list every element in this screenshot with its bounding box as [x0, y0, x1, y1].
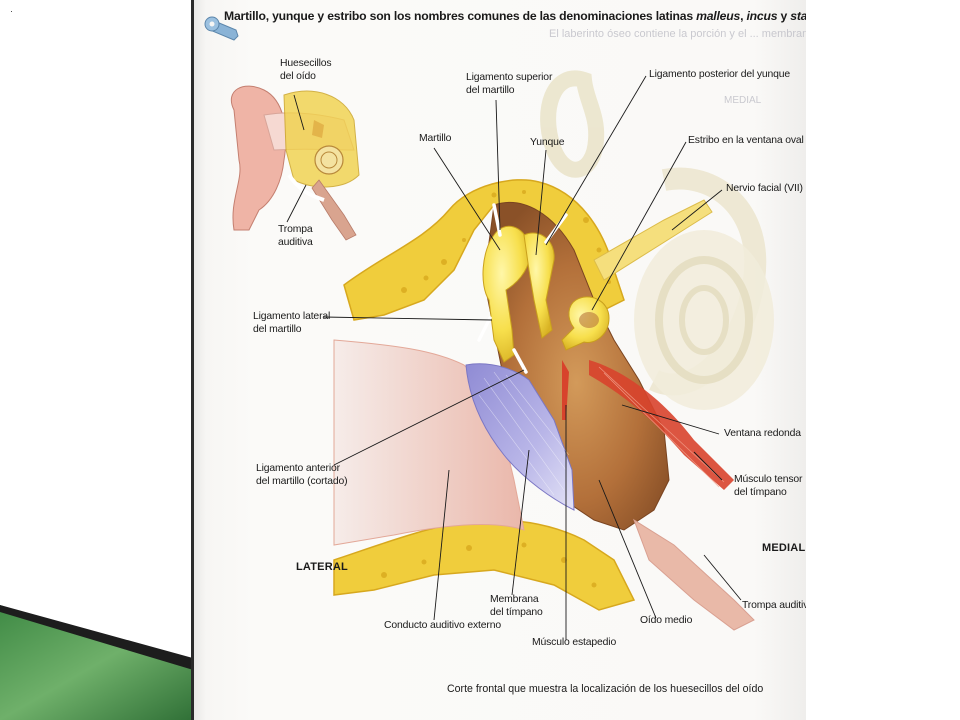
label-line: Ligamento superior	[466, 72, 553, 83]
label-yunque: Yunque	[530, 137, 565, 150]
label-nervio-facial: Nervio facial (VII)	[726, 183, 803, 196]
facial-nerve	[593, 199, 713, 281]
ossicles	[482, 225, 610, 363]
label-martillo: Martillo	[419, 133, 451, 146]
membrane-fibers	[478, 371, 570, 496]
label-line: Estribo en la ventana oval	[688, 135, 804, 146]
label-line: del tímpano	[490, 606, 543, 618]
header-term-stapes: stapes	[790, 9, 806, 23]
label-line: del martillo (cortado)	[256, 475, 348, 487]
slide-corner-wedge	[0, 605, 200, 720]
stapedius-muscle	[562, 360, 569, 420]
inset-ear-drawing	[230, 85, 360, 241]
corner-mark: ·	[10, 6, 13, 16]
label-trompa-auditiva: Trompa auditiva	[742, 600, 806, 613]
label-membrana-timpano: Membrana del tímpano	[490, 594, 543, 619]
label-line: Nervio facial (VII)	[726, 183, 803, 194]
label-estribo: Estribo en la ventana oval	[688, 135, 804, 148]
label-trompa-inset: Trompa auditiva	[278, 224, 313, 249]
label-line: Martillo	[419, 133, 452, 144]
label-line: del oído	[280, 70, 316, 82]
label-musculo-tensor: Músculo tensor del tímpano	[734, 474, 803, 499]
label-ventana-redonda: Ventana redonda	[724, 428, 801, 441]
label-line: del martillo	[466, 84, 515, 96]
label-line: auditiva	[278, 236, 313, 248]
ear-illustration	[204, 16, 774, 640]
tympanic-membrane	[465, 363, 575, 511]
bleed-through-medial: MEDIAL	[724, 95, 762, 106]
label-lateral: LATERAL	[296, 561, 348, 574]
label-line: Ventana redonda	[724, 428, 801, 439]
label-line: Trompa auditiva	[742, 600, 806, 611]
scanned-page: El laberinto óseo contiene la porción y …	[194, 0, 806, 720]
label-medial: MEDIAL	[762, 542, 805, 555]
label-line: Yunque	[530, 137, 565, 148]
temporal-bone	[333, 179, 636, 611]
label-line: Huesecillos	[280, 58, 332, 69]
header-sep-1: ,	[740, 9, 747, 23]
header-term-malleus: malleus	[696, 9, 741, 23]
label-line: del martillo	[253, 323, 302, 335]
bleed-through-text: El laberinto óseo contiene la porción y …	[549, 28, 806, 40]
label-line: Conducto auditivo externo	[384, 620, 501, 631]
header-term-incus: incus	[746, 9, 778, 23]
label-conducto-auditivo: Conducto auditivo externo	[384, 620, 501, 633]
label-line: MEDIAL	[762, 542, 806, 554]
label-lig-lateral: Ligamento lateral del martillo	[253, 311, 330, 336]
tool-icon	[204, 16, 239, 41]
label-line: Ligamento posterior del yunque	[649, 69, 791, 80]
label-musculo-estapedio: Músculo estapedio	[532, 637, 616, 650]
label-line: LATERAL	[296, 561, 348, 573]
label-lig-anterior: Ligamento anterior del martillo (cortado…	[256, 463, 348, 488]
labyrinth-ghost	[540, 70, 774, 410]
label-line: Oído medio	[640, 615, 693, 626]
label-line: Músculo estapedio	[532, 637, 617, 648]
header-sep-2: y	[777, 9, 791, 23]
label-lig-posterior: Ligamento posterior del yunque	[649, 69, 790, 82]
label-line: Ligamento lateral	[253, 311, 331, 322]
label-lig-superior: Ligamento superior del martillo	[466, 72, 552, 97]
label-line: Membrana	[490, 594, 539, 605]
header-lead: Martillo, yunque y estribo son los nombr…	[224, 9, 697, 23]
label-line: del tímpano	[734, 486, 787, 498]
label-line: Músculo tensor	[734, 474, 803, 485]
label-oido-medio: Oído medio	[640, 615, 692, 628]
auditory-tube	[633, 518, 755, 631]
label-line: Trompa	[278, 224, 313, 235]
figure-caption: Corte frontal que muestra la localizació…	[447, 683, 764, 695]
leader-lines	[286, 75, 742, 640]
label-huesecillos: Huesecillos del oído	[280, 58, 332, 83]
page-header: Martillo, yunque y estribo son los nombr…	[224, 9, 806, 23]
label-line: Ligamento anterior	[256, 463, 340, 474]
